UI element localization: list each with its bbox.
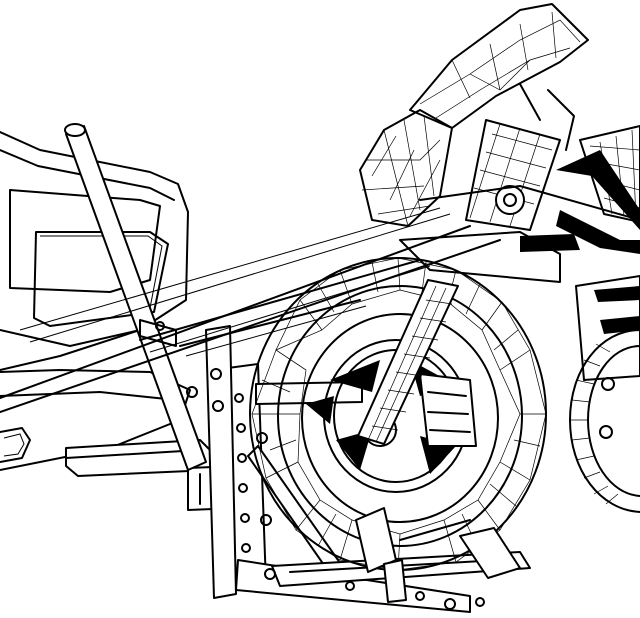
lever-post bbox=[64, 123, 221, 471]
vehicle-rear bbox=[0, 131, 191, 471]
wheel-chock-cradle bbox=[355, 507, 521, 603]
hitch-carrier-frame bbox=[205, 325, 531, 613]
tie-down-straps bbox=[0, 207, 501, 413]
motorcycle-rear-wheel bbox=[569, 329, 640, 513]
motorcycle-fork bbox=[357, 83, 575, 445]
motorcycle-front-wheel bbox=[249, 257, 547, 571]
